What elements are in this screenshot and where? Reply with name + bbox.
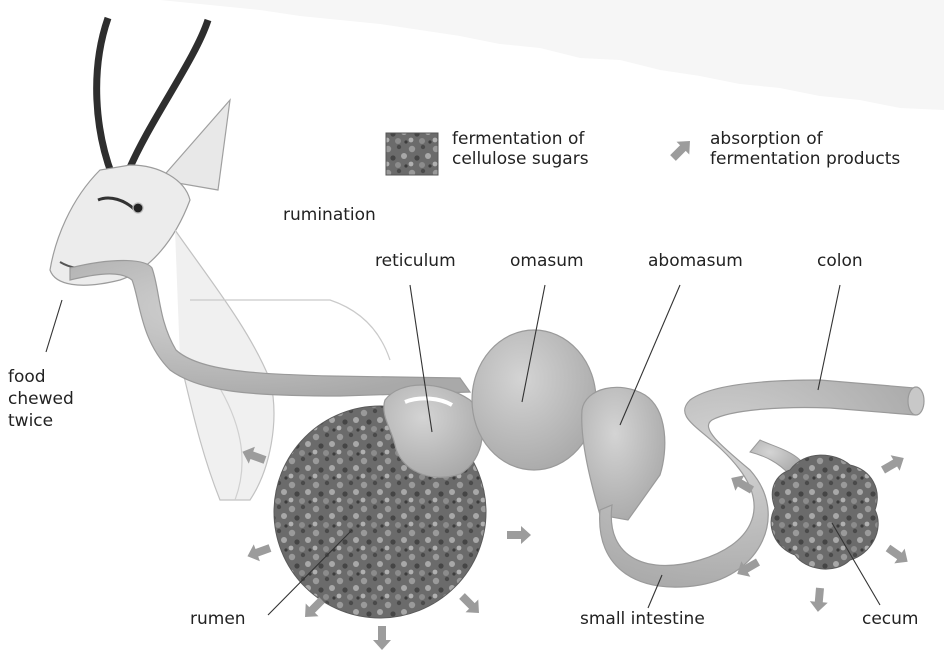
absorption-arrow — [507, 526, 531, 544]
legend-absorption-line1: absorption of — [710, 129, 823, 149]
leader-colon — [818, 285, 840, 390]
legend-absorption-line2: fermentation products — [710, 149, 900, 169]
omasum — [472, 330, 596, 470]
legend-fermentation-line2: cellulose sugars — [452, 149, 589, 169]
label-omasum: omasum — [510, 252, 584, 272]
colon-end — [908, 387, 924, 415]
label-abomasum: abomasum — [648, 252, 743, 272]
label-rumen: rumen — [190, 610, 246, 630]
legend-fermentation-label: fermentation of cellulose sugars — [452, 130, 589, 169]
absorption-arrow — [373, 626, 391, 650]
abomasum — [582, 387, 665, 520]
cecum — [771, 455, 878, 569]
label-colon: colon — [817, 252, 863, 272]
label-rumination: rumination — [283, 206, 376, 226]
legend-fermentation-line1: fermentation of — [452, 129, 584, 149]
absorption-arrow — [883, 541, 913, 570]
esophagus — [70, 261, 470, 397]
leader-food — [46, 300, 62, 352]
absorption-arrow — [456, 590, 486, 620]
label-cecum: cecum — [862, 610, 919, 630]
absorption-arrow — [244, 540, 273, 565]
label-food-chewed-twice: food chewed twice — [8, 366, 74, 432]
legend-fermentation-swatch — [386, 133, 438, 175]
label-reticulum: reticulum — [375, 252, 456, 272]
legend-absorption-label: absorption of fermentation products — [710, 130, 900, 169]
legend-absorption-arrow — [667, 135, 697, 165]
absorption-arrow — [809, 587, 829, 612]
label-small-intestine: small intestine — [580, 610, 705, 630]
torn-edge — [160, 0, 944, 110]
absorption-arrow — [879, 450, 909, 478]
